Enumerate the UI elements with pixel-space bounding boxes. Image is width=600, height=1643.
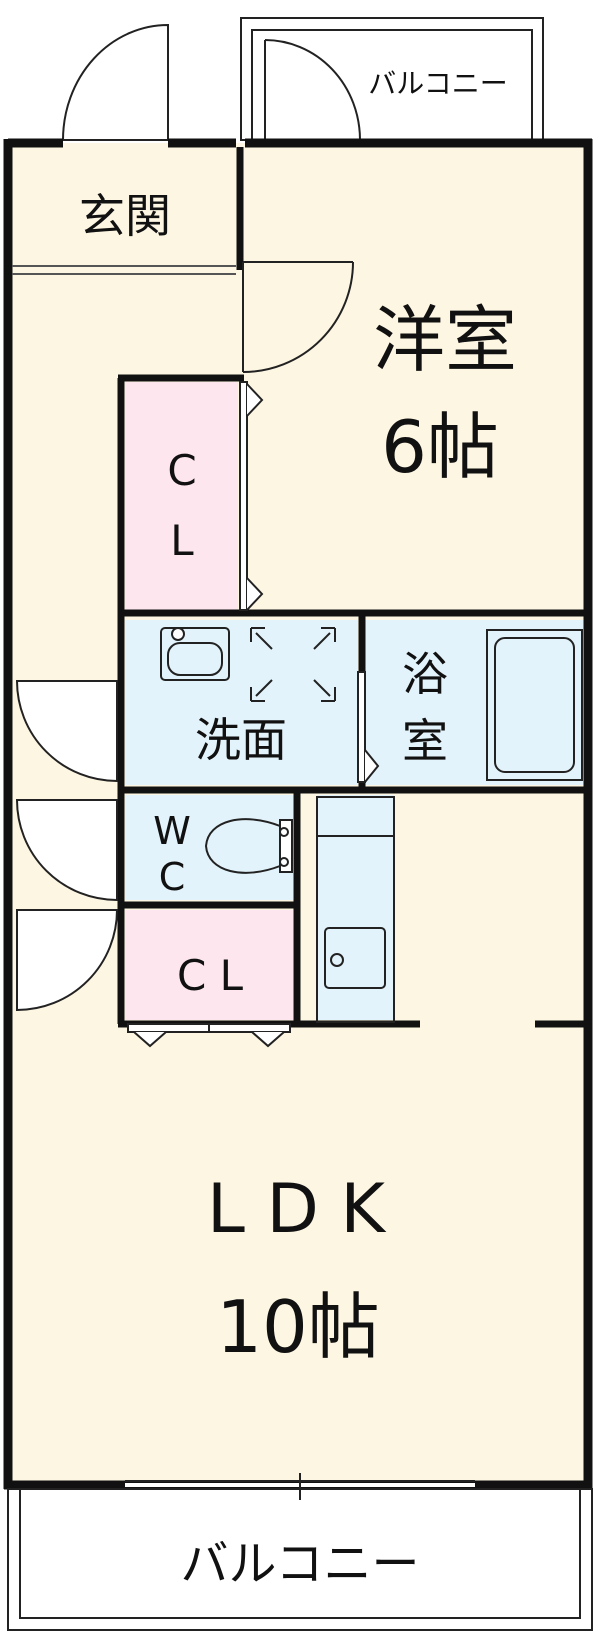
closet-lower-side-door bbox=[16, 909, 119, 1012]
balcony-bottom-label: バルコニー bbox=[180, 1536, 419, 1592]
toilet-fixture bbox=[204, 818, 293, 874]
bath-label-1: 浴 bbox=[402, 647, 448, 701]
western-room-door bbox=[242, 261, 354, 373]
closet-lower-label: C L bbox=[177, 951, 244, 1000]
closet-upper-label-1: C bbox=[167, 446, 196, 495]
western-room-name: 洋室 bbox=[373, 298, 517, 382]
closet-upper-fill bbox=[125, 382, 238, 610]
balcony-bottom bbox=[7, 1473, 593, 1631]
kitchen-counter-fill bbox=[317, 795, 394, 1020]
toilet-label-2: C bbox=[159, 855, 186, 899]
bathtub bbox=[486, 629, 583, 781]
bath-label-2: 室 bbox=[402, 714, 448, 768]
washroom-label: 洗面 bbox=[195, 713, 287, 767]
toilet-label-1: W bbox=[153, 809, 191, 853]
ldk-name: L D K bbox=[207, 1170, 387, 1249]
balcony-door bbox=[264, 39, 361, 141]
kitchen-counter bbox=[316, 796, 395, 1023]
toilet-door bbox=[15, 799, 118, 902]
western-room-size: 6帖 bbox=[381, 405, 499, 489]
genkan-label: 玄関 bbox=[79, 189, 171, 243]
entrance-door bbox=[61, 23, 169, 141]
bath-fill bbox=[365, 620, 588, 785]
genkan-step bbox=[12, 265, 236, 275]
hall-doors bbox=[15, 680, 119, 1012]
closet-lower-fill bbox=[125, 910, 293, 1020]
washroom-fill bbox=[125, 620, 358, 785]
washbasin bbox=[160, 627, 230, 681]
washing-machine-space bbox=[250, 627, 336, 702]
balcony-top-label: バルコニー bbox=[368, 67, 507, 100]
washroom-door bbox=[15, 680, 118, 783]
toilet-fill bbox=[125, 795, 293, 900]
closet-upper-doors bbox=[239, 381, 264, 611]
closet-upper-label-2: L bbox=[170, 516, 194, 565]
ldk-size: 10帖 bbox=[216, 1285, 380, 1369]
interior-walls bbox=[117, 147, 588, 1028]
closet-lower-doors bbox=[127, 1023, 291, 1048]
bath-door bbox=[357, 671, 380, 783]
room-labels: バルコニー 玄関 洋室 6帖 C L 洗面 浴 室 W C C L L D K … bbox=[79, 67, 517, 1592]
